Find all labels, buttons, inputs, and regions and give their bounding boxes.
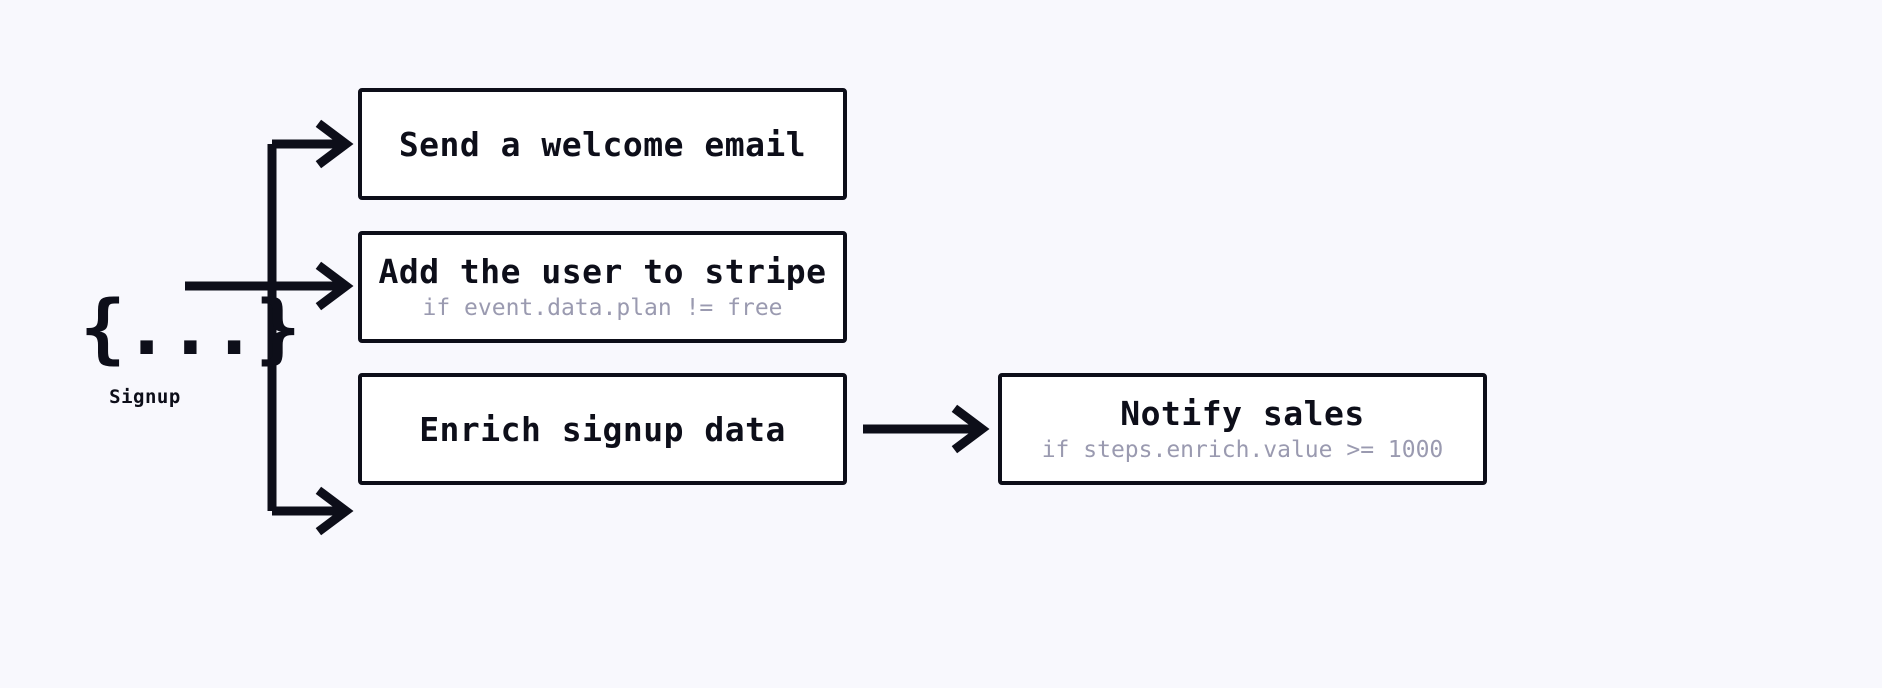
trigger-node[interactable]: {...} Signup bbox=[80, 283, 301, 409]
step-node-add-user-to-stripe[interactable]: Add the user to stripe if event.data.pla… bbox=[358, 231, 847, 343]
step-title: Send a welcome email bbox=[398, 124, 807, 164]
step-node-enrich-signup-data[interactable]: Enrich signup data bbox=[358, 373, 847, 485]
step-title: Enrich signup data bbox=[419, 409, 786, 449]
trigger-label: Signup bbox=[109, 386, 181, 408]
step-title: Notify sales bbox=[1120, 393, 1365, 433]
step-title: Add the user to stripe bbox=[378, 251, 827, 291]
arrowhead-notify-icon bbox=[951, 404, 990, 454]
arrowhead-welcome-icon bbox=[315, 119, 354, 169]
arrowhead-enrich-icon bbox=[315, 486, 354, 536]
arrowhead-stripe-icon bbox=[315, 261, 354, 311]
step-condition: if event.data.plan != free bbox=[422, 294, 783, 321]
json-braces-icon: {...} bbox=[80, 283, 301, 372]
step-node-notify-sales[interactable]: Notify sales if steps.enrich.value >= 10… bbox=[998, 373, 1487, 485]
step-node-welcome-email[interactable]: Send a welcome email bbox=[358, 88, 847, 200]
step-condition: if steps.enrich.value >= 1000 bbox=[1041, 436, 1444, 463]
